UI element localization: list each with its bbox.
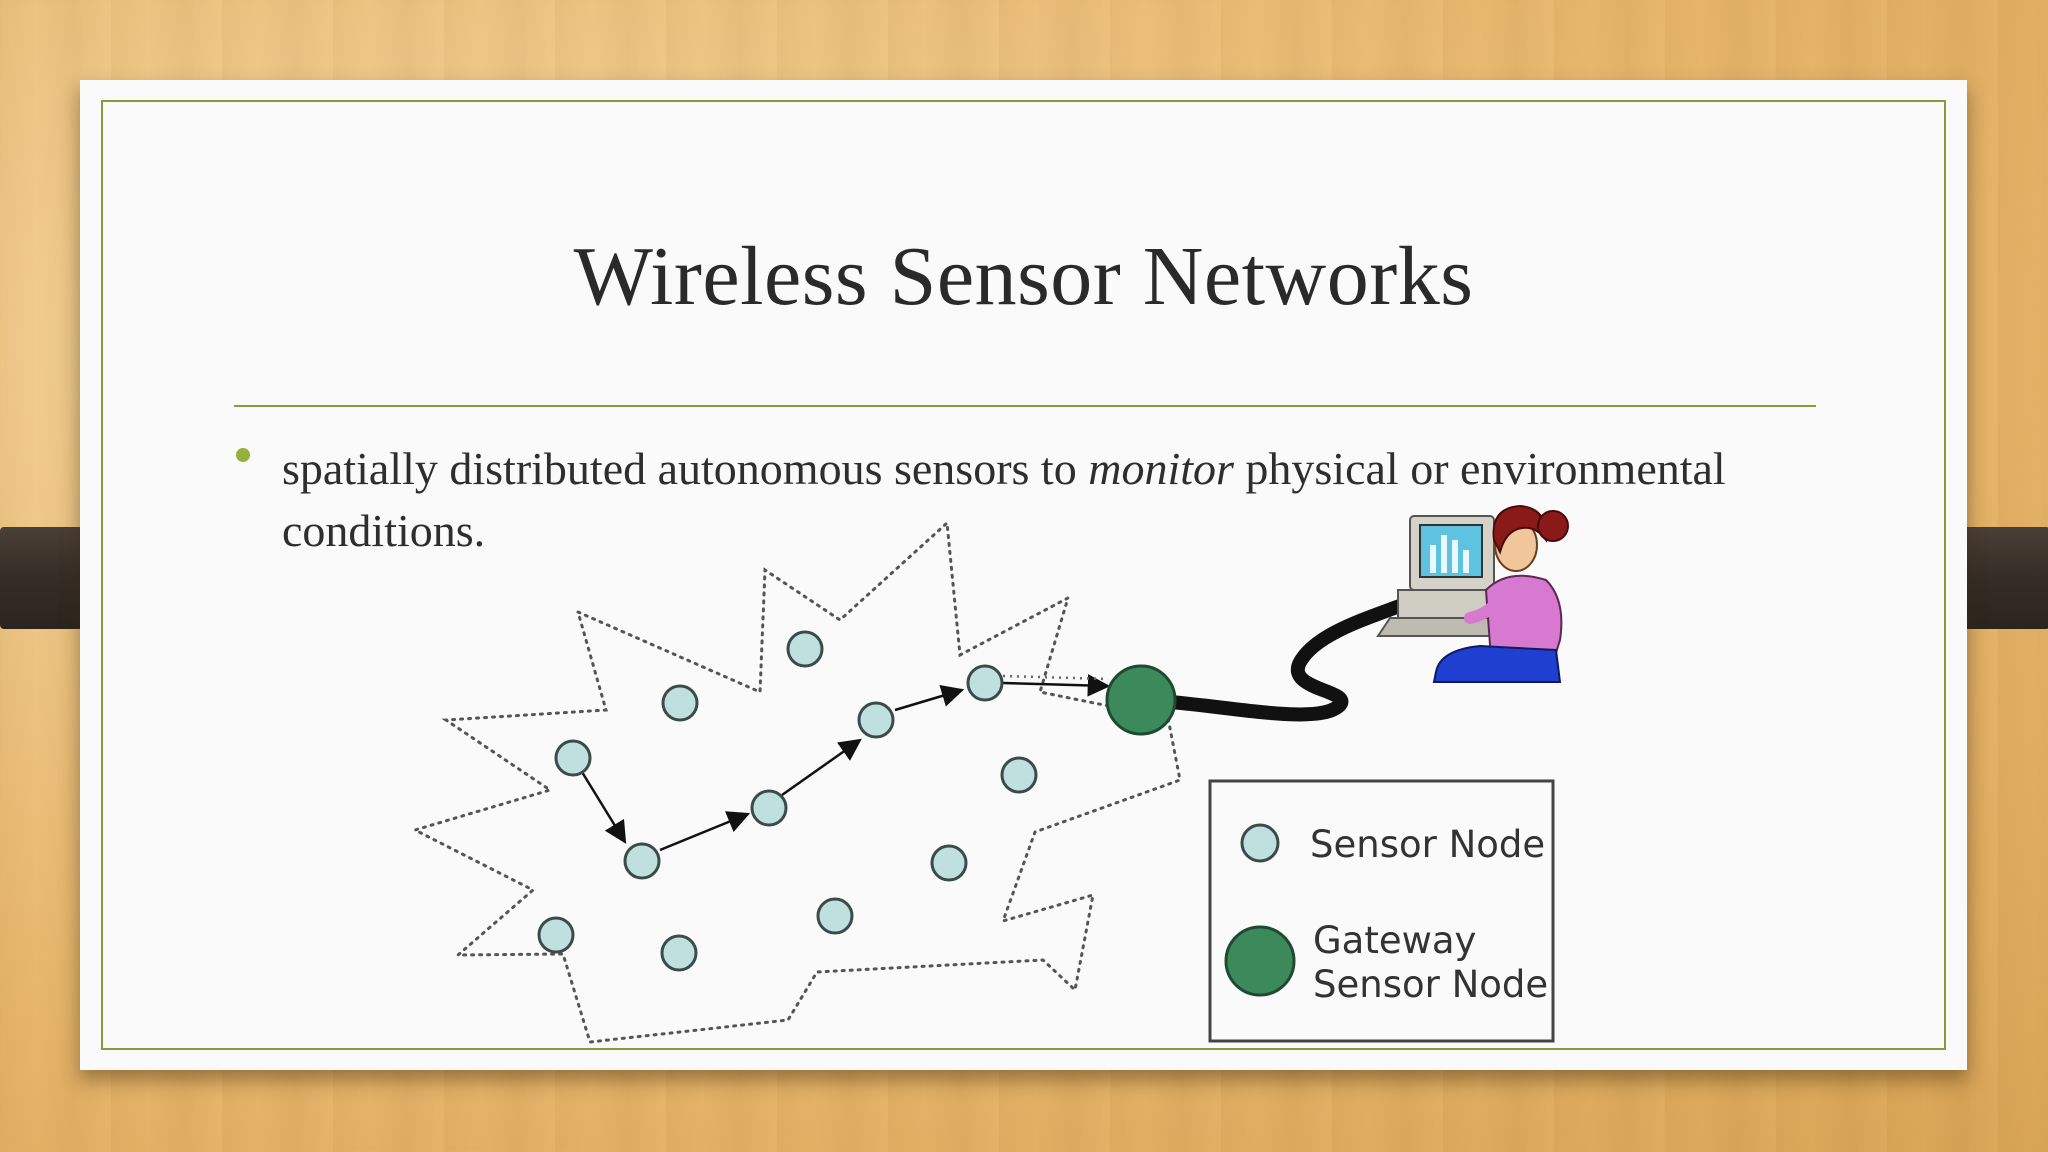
sensor-node <box>786 630 824 668</box>
sensor-field-boundary <box>410 519 1182 1044</box>
bullet-text-end: physical or environmental conditions. <box>282 443 1726 556</box>
slide <box>80 80 1967 1070</box>
bullet-text-start: spatially distributed autonomous sensors… <box>282 443 1089 494</box>
sensor-node <box>623 842 661 880</box>
person-at-computer-icon <box>1376 504 1569 683</box>
legend-sensor-label: Sensor Node <box>1310 823 1545 866</box>
legend-sensor-swatch <box>1240 823 1280 863</box>
gateway-node <box>1105 664 1177 736</box>
legend-gateway-label-1: Gateway <box>1313 919 1476 962</box>
slide-title: Wireless Sensor Networks <box>573 230 1474 323</box>
sensor-node <box>930 844 968 882</box>
sensor-node <box>750 789 788 827</box>
bullet-emphasis: monitor <box>1088 443 1234 494</box>
sensor-node <box>661 684 699 722</box>
sensor-node <box>857 701 895 739</box>
sensor-node <box>660 934 698 972</box>
sensor-node <box>816 897 854 935</box>
sensor-node <box>966 664 1004 702</box>
bullet-text: spatially distributed autonomous sensors… <box>282 438 1822 562</box>
routing-path <box>580 674 1111 852</box>
slide-frame <box>101 100 1946 1050</box>
gateway-cable <box>1163 591 1427 722</box>
legend-gateway-swatch <box>1224 925 1296 997</box>
sensor-nodes <box>537 630 1038 972</box>
sensor-node <box>554 739 592 777</box>
legend: Sensor Node Gateway Sensor Node <box>1208 779 1555 1043</box>
sensor-node <box>1000 756 1038 794</box>
legend-gateway-label-2: Sensor Node <box>1313 963 1548 1006</box>
title-divider <box>234 405 1816 407</box>
sensor-node <box>537 916 575 954</box>
bullet-marker <box>236 448 250 462</box>
